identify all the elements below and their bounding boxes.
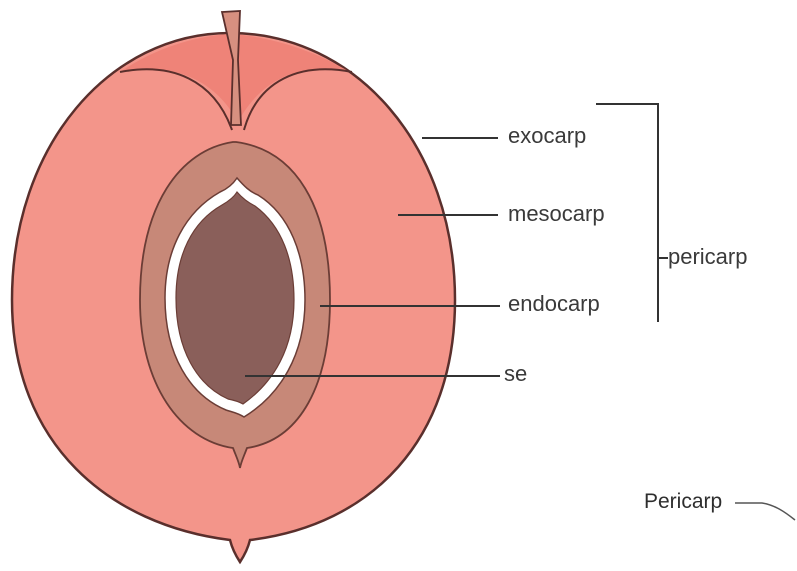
label-exocarp: exocarp	[508, 123, 587, 148]
label-mesocarp: mesocarp	[508, 201, 605, 226]
cropped-region	[532, 322, 797, 472]
label-seed: se	[504, 361, 528, 386]
label-endocarp: endocarp	[508, 291, 600, 316]
pericarp-inset-pointer	[735, 502, 796, 521]
label-pericarp-inset: Pericarp	[644, 490, 723, 513]
seed	[175, 190, 295, 405]
stalk	[220, 10, 242, 126]
label-pericarp: pericarp	[668, 244, 748, 269]
fruit-groove-right	[243, 68, 353, 131]
fruit-groove-left	[119, 68, 233, 131]
pericarp-bracket	[596, 103, 659, 322]
